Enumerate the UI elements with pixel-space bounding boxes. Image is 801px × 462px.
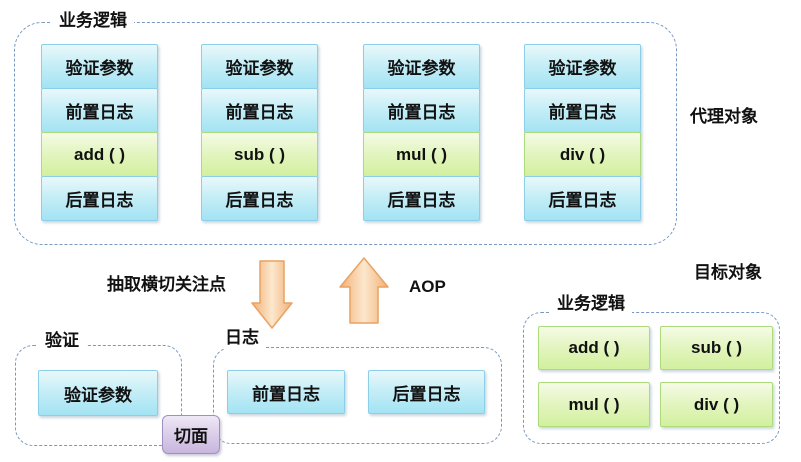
validation-label: 验证	[38, 330, 86, 352]
proxy-container	[14, 22, 677, 245]
validation-params-box: 验证参数	[38, 370, 158, 416]
target-method-add: add ( )	[538, 326, 650, 370]
proxy-cell: 验证参数	[41, 44, 158, 89]
proxy-cell: 前置日志	[524, 88, 641, 133]
proxy-cell-method: div ( )	[524, 132, 641, 177]
arrow-down-icon	[251, 260, 293, 329]
proxy-cell: 前置日志	[363, 88, 480, 133]
post-log-box: 后置日志	[368, 370, 485, 414]
validation-container	[15, 345, 182, 446]
logging-container	[213, 347, 502, 444]
proxy-column-div: 验证参数 前置日志 div ( ) 后置日志	[524, 44, 641, 221]
proxy-column-sub: 验证参数 前置日志 sub ( ) 后置日志	[201, 44, 318, 221]
proxy-column-mul: 验证参数 前置日志 mul ( ) 后置日志	[363, 44, 480, 221]
target-container	[523, 312, 780, 444]
proxy-cell: 验证参数	[363, 44, 480, 89]
target-container-label: 业务逻辑	[550, 293, 632, 315]
proxy-cell: 后置日志	[201, 176, 318, 221]
arrows-graphic	[251, 257, 389, 329]
proxy-column-add: 验证参数 前置日志 add ( ) 后置日志	[41, 44, 158, 221]
proxy-cell: 验证参数	[201, 44, 318, 89]
proxy-cell-method: mul ( )	[363, 132, 480, 177]
target-method-div: div ( )	[660, 382, 773, 427]
target-title: 目标对象	[694, 263, 762, 282]
aspect-badge: 切面	[162, 415, 220, 454]
aop-label: AOP	[409, 277, 446, 296]
proxy-cell: 后置日志	[363, 176, 480, 221]
proxy-cell: 后置日志	[41, 176, 158, 221]
proxy-cell: 验证参数	[524, 44, 641, 89]
pre-log-box: 前置日志	[227, 370, 345, 414]
extract-concerns-label: 抽取横切关注点	[107, 275, 226, 294]
proxy-side-label: 代理对象	[690, 107, 758, 126]
proxy-cell-method: add ( )	[41, 132, 158, 177]
proxy-container-label: 业务逻辑	[52, 10, 134, 32]
target-method-mul: mul ( )	[538, 382, 650, 427]
arrow-up-icon	[339, 257, 389, 324]
proxy-cell-method: sub ( )	[201, 132, 318, 177]
proxy-cell: 后置日志	[524, 176, 641, 221]
proxy-cell: 前置日志	[201, 88, 318, 133]
logging-label: 日志	[218, 327, 266, 349]
proxy-cell: 前置日志	[41, 88, 158, 133]
target-method-sub: sub ( )	[660, 326, 773, 370]
